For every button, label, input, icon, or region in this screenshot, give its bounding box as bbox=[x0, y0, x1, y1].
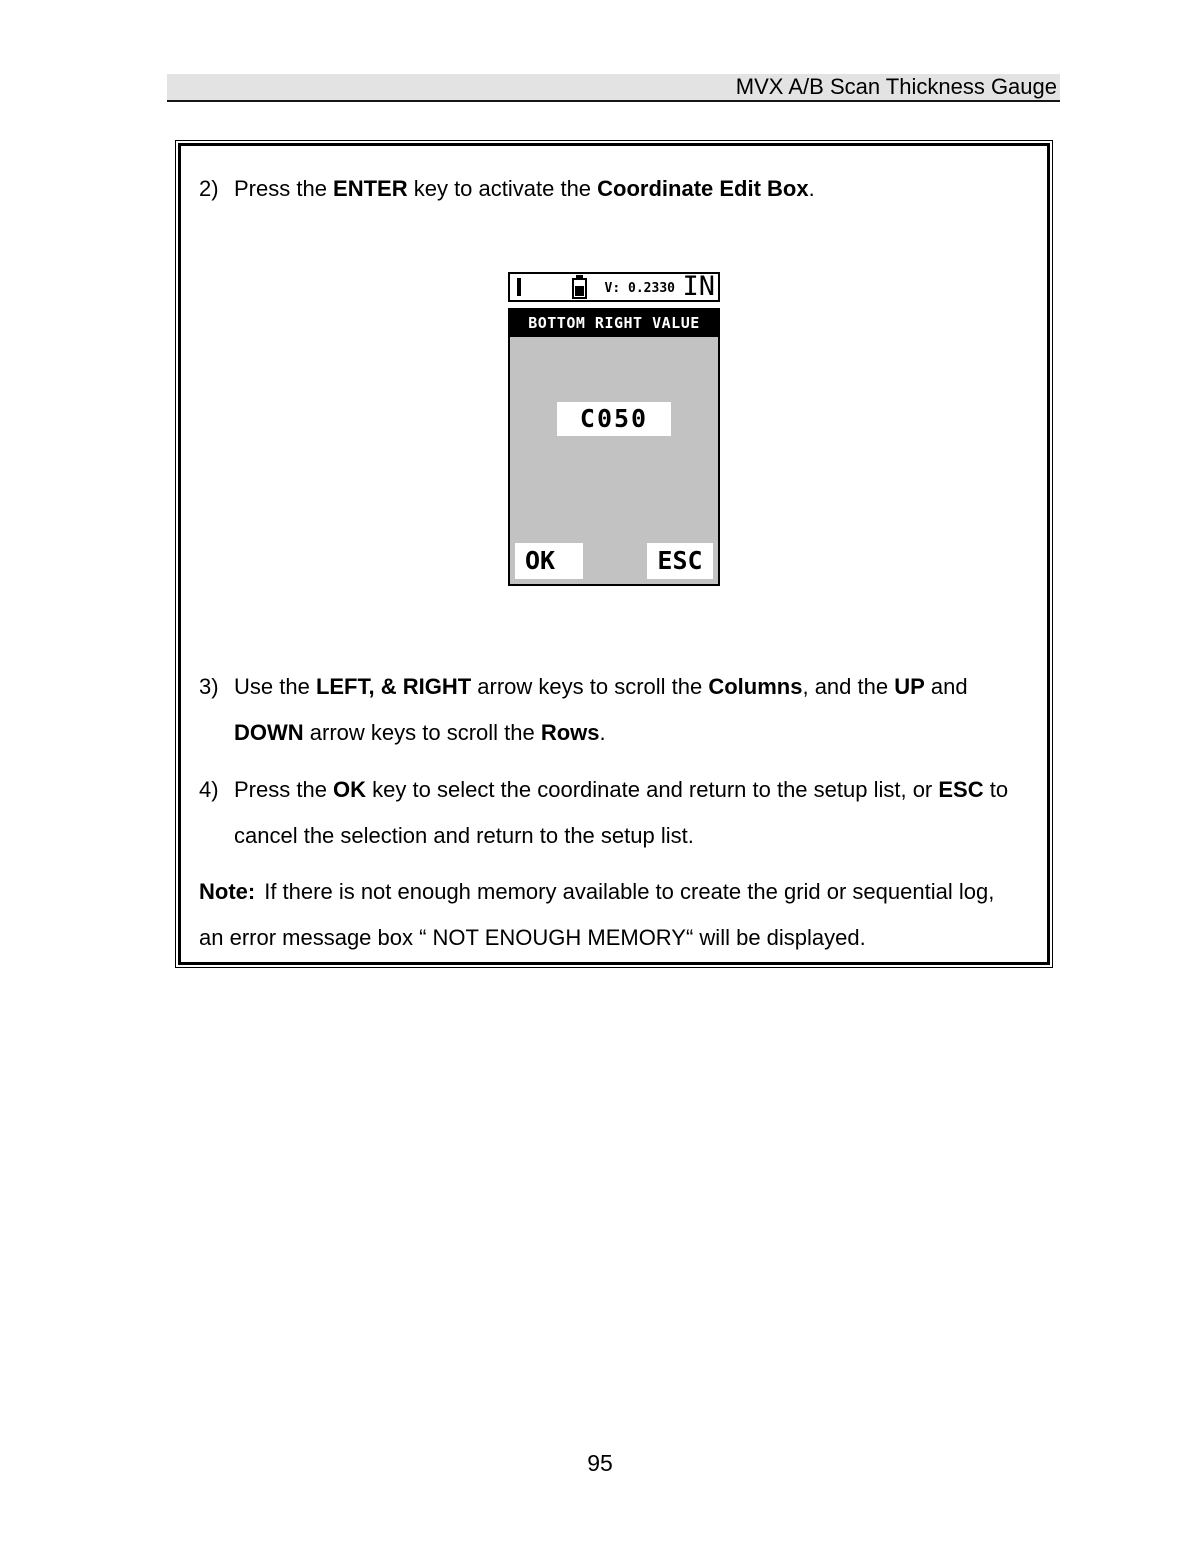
text-segment-bold: OK bbox=[333, 777, 367, 802]
text-segment-bold: DOWN bbox=[234, 720, 304, 745]
text-segment-bold: Coordinate Edit Box bbox=[597, 176, 809, 201]
page-header-bar: MVX A/B Scan Thickness Gauge bbox=[167, 74, 1060, 102]
text-segment: Press the bbox=[234, 176, 334, 201]
instruction-item-4: 4) Press the OK key to select the coordi… bbox=[199, 767, 1019, 859]
text-segment-bold: ESC bbox=[938, 777, 984, 802]
page-number: 95 bbox=[587, 1450, 613, 1476]
lcd-screenshot: I V: 0.2330 IN BOTTOM RIGHT VALUE C050 O… bbox=[508, 272, 720, 586]
text-segment: . bbox=[808, 176, 815, 201]
ok-button: OK bbox=[515, 543, 583, 579]
text-segment: , and the bbox=[802, 674, 895, 699]
item-text: Use the LEFT, & RIGHT arrow keys to scro… bbox=[234, 664, 1019, 756]
lcd-edit-panel: BOTTOM RIGHT VALUE C050 OK ESC bbox=[508, 308, 720, 586]
text-segment: key to activate the bbox=[407, 176, 598, 201]
note-label: Note: bbox=[199, 879, 256, 904]
text-segment: arrow keys to scroll the bbox=[303, 720, 541, 745]
text-segment: key to select the coordinate and return … bbox=[366, 777, 939, 802]
text-segment: to cancel the selection and return to th… bbox=[234, 777, 1009, 848]
text-segment: and bbox=[924, 674, 968, 699]
content-box: 2) Press the ENTER key to activate the C… bbox=[175, 140, 1053, 968]
text-segment: . bbox=[599, 720, 606, 745]
note-body: If there is not enough memory available … bbox=[199, 879, 995, 950]
stability-indicator-icon: I bbox=[517, 278, 521, 296]
text-segment-bold: UP bbox=[894, 674, 925, 699]
coordinate-value-box: C050 bbox=[557, 402, 671, 436]
item-number: 3) bbox=[199, 674, 219, 699]
item-number: 4) bbox=[199, 777, 219, 802]
text-segment: Use the bbox=[234, 674, 316, 699]
text-segment-bold: Columns bbox=[708, 674, 803, 699]
text-segment-bold: Rows bbox=[540, 720, 600, 745]
battery-icon bbox=[572, 275, 587, 299]
page-header-title: MVX A/B Scan Thickness Gauge bbox=[735, 74, 1057, 99]
lcd-status-bar: I V: 0.2330 IN bbox=[508, 272, 720, 302]
item-number: 2) bbox=[199, 176, 219, 201]
text-segment: Press the bbox=[234, 777, 334, 802]
instruction-item-3: 3) Use the LEFT, & RIGHT arrow keys to s… bbox=[199, 664, 1019, 756]
text-segment-bold: ENTER bbox=[333, 176, 408, 201]
instruction-item-2: 2) Press the ENTER key to activate the C… bbox=[199, 166, 1019, 212]
lcd-panel-title: BOTTOM RIGHT VALUE bbox=[510, 310, 718, 337]
velocity-reading: V: 0.2330 bbox=[604, 281, 675, 296]
text-segment-bold: LEFT, & RIGHT bbox=[315, 674, 472, 699]
units-label: IN bbox=[682, 271, 715, 302]
note-paragraph: Note:If there is not enough memory avail… bbox=[199, 869, 1019, 961]
text-segment: arrow keys to scroll the bbox=[471, 674, 709, 699]
esc-button: ESC bbox=[647, 543, 713, 579]
item-text: Press the ENTER key to activate the Coor… bbox=[234, 166, 1019, 212]
item-text: Press the OK key to select the coordinat… bbox=[234, 767, 1019, 859]
